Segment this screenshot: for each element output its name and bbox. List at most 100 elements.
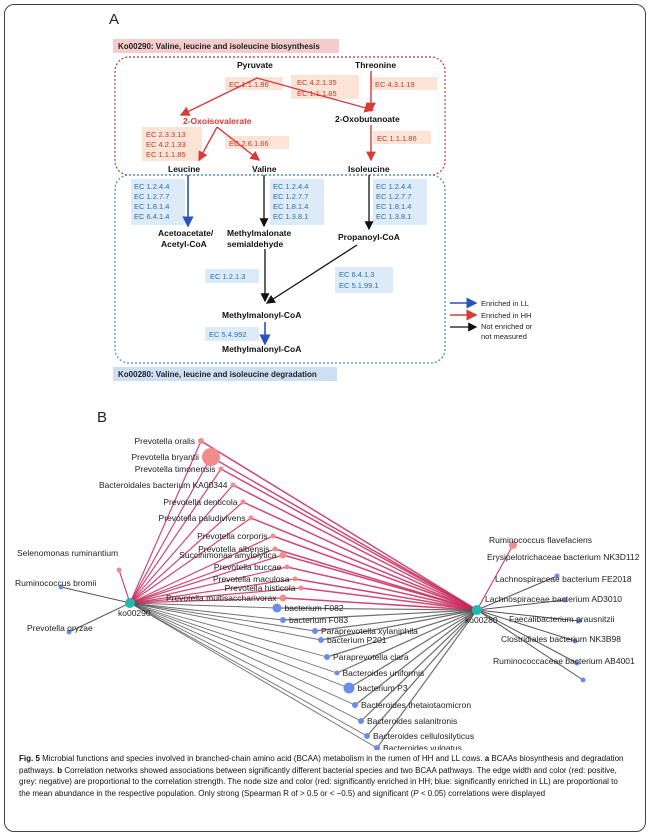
edge-ko00290-prevotella-multisaccharivorax [129,597,284,604]
node-prevotella-corporis [270,533,276,539]
edge-ko00290-prevotella-buccae [129,566,288,604]
node-isoleucine: Isoleucine [348,164,390,174]
svg-text:EC 1.8.1.4: EC 1.8.1.4 [134,202,169,211]
degradation-box [114,174,446,364]
node-paraprevotella-clara [324,654,330,660]
edge-ko00290-prevotella-oralis [129,440,202,604]
hub-ko00290 [125,598,135,608]
label-prevotella-maculosa: Prevotella maculosa [213,574,290,584]
node-bacterium-f083 [280,617,286,623]
node-ruminococcus-flavefaciens [509,541,517,549]
label-prevotella-bryantii: Prevotella bryantii [131,452,199,462]
label-bacteroides-uniformis: Bacteroides uniformis [343,668,425,678]
node-prevotella-denticola [240,499,246,505]
label-succinimonas-amylolytica: Succinimonas amylolytica [179,550,277,560]
edge-ko00280-prevotella-maculosa [294,578,478,611]
biosynthesis-title-bar [113,39,339,53]
label-bacteroides-vulgatus: Bacteroides vulgatus [383,743,462,750]
edge-ko00280-prevotella-bryantii [210,456,478,611]
svg-text:EC 1.2.7.7: EC 1.2.7.7 [134,192,169,201]
degradation-title-bar [113,367,337,381]
node-prevotella-bryantii [202,448,220,466]
edge-ko00280-lachnospiraceae-bacterium-ad3010 [476,609,580,622]
svg-text:EC 2.3.3.13: EC 2.3.3.13 [146,130,186,139]
node-ruminococcaceae-bacterium-ab4001 [580,677,586,683]
node-selenomonas-ruminantium [116,567,122,573]
edge-ko00280-bacterium-f082 [276,607,478,611]
svg-text:EC 5.4.992: EC 5.4.992 [209,330,247,339]
label-prevotella-albensis: Prevotella albensis [198,544,269,554]
edge-ko00290-bacteroides-thetaiotaomicron [129,602,356,706]
label-prevotella-corporis: Prevotella corporis [197,531,267,541]
edge-ko00280-prevotella-timonensis [220,468,478,611]
label-prevotella-oryzae: Prevotella oryzae [27,623,93,633]
edge-ko00290-prevotella-corporis [129,535,274,604]
svg-text:EC 6.4.1.4: EC 6.4.1.4 [134,212,169,221]
node-valine: Valine [252,164,277,174]
label-paraprevotella-clara: Paraprevotella clara [333,652,409,662]
node-prevotella-albensis [272,546,278,552]
node-prevotella-timonensis [218,466,224,472]
node-semialdehyde: semialdehyde [227,239,283,249]
legend-none-2: not measured [481,332,527,341]
hub-label-ko00290: ko00290 [118,608,151,618]
svg-text:EC 1.1.1.85: EC 1.1.1.85 [297,89,337,98]
node-methylmalonyl-coa-2: Methylmalonyl-CoA [222,344,301,354]
node-acetoacetate: Acetoacetate/ [158,228,214,238]
edge-ko00280-paraprevotella-clara [326,609,478,658]
node-bacteroides-thetaiotaomicron [352,702,358,708]
edge-ko00280-ruminococcus-flavefaciens [476,544,514,611]
edge-ko00280-lachnospiraceae-bacterium-fe2018 [476,599,566,611]
edge-ko00290-prevotella-denticola [129,501,244,604]
label-prevotella-buccae: Prevotella buccae [214,562,282,572]
figure-panel: A Ko00290: Valine, leucine and isoleucin… [4,4,646,832]
label-bacterium-f083: bacterium F083 [289,615,348,625]
node-bacteroidales-bacterium-ka00344 [230,482,236,488]
edge-ko00280-paraprevotella-xylaniphila [314,609,478,632]
node-prevotella-histicola [298,585,304,591]
legend-ll: Enriched in LL [481,299,529,308]
degradation-title: Ko00280: Valine, leucine and isoleucine … [118,370,317,379]
label-prevotella-denticola: Prevotella denticola [163,497,237,507]
edge-ko00280-prevotella-paludivivens [250,517,478,611]
pathway-legend: Enriched in LL Enriched in HH Not enrich… [450,297,533,341]
edge-ko00280-bacterium-p3 [348,609,478,689]
node-bacteroides-salanitronis [358,718,364,724]
svg-text:EC 4.2.1.33: EC 4.2.1.33 [146,140,186,149]
label-bacteroides-cellulosilyticus: Bacteroides cellulosilyticus [373,731,474,741]
svg-text:EC 1.2.1.3: EC 1.2.1.3 [210,272,245,281]
edge-ko00290-ruminococcus-bromii [60,586,131,604]
edge-ko00290-bacteroides-cellulosilyticus [129,602,368,737]
edge-ko00290-bacterium-p201 [129,602,322,641]
edge-ko00290-bacterium-f082 [129,602,278,609]
label-bacteroides-thetaiotaomicron: Bacteroides thetaiotaomicron [361,700,471,710]
svg-text:EC 1.1.1.86: EC 1.1.1.86 [377,134,417,143]
svg-text:EC 1.8.1.4: EC 1.8.1.4 [376,202,411,211]
label-lachnospiraceae-bacterium-fe2018: Lachnospiraceae bacterium FE2018 [495,574,632,584]
edge-ko00290-selenomonas-ruminantium [118,569,131,604]
svg-text:EC 1.8.1.4: EC 1.8.1.4 [273,202,308,211]
node-leucine: Leucine [168,164,200,174]
svg-text:EC 1.2.7.7: EC 1.2.7.7 [376,192,411,201]
svg-text:EC 1.1.1.86: EC 1.1.1.86 [229,80,269,89]
edge-ko00290-prevotella-paludivivens [129,517,252,604]
arrow-pyruvate-oxobutanoate [256,77,375,113]
svg-text:EC 1.3.8.1: EC 1.3.8.1 [273,212,308,221]
label-erysipelotrichaceae-bacterium-nk3d112: Erysipelotrichaceae bacterium NK3D112 [487,552,640,562]
edge-ko00280-prevotella-corporis [272,535,478,611]
label-prevotella-multisaccharivorax: Prevotella multisaccharivorax [166,593,277,603]
arrow-oxo-leucine [198,126,218,162]
node-erysipelotrichaceae-bacterium-nk3d112 [554,573,560,579]
node-threonine: Threonine [355,60,396,70]
edge-ko00290-bacteroides-vulgatus [129,602,378,749]
node-methylmalonyl-coa-1: Methylmalonyl-CoA [222,310,301,320]
node-prevotella-oryzae [66,629,72,635]
edge-ko00280-prevotella-buccae [286,566,478,611]
edge-ko00280-bacteroides-vulgatus [376,609,478,749]
node-bacterium-p3 [343,682,355,694]
edge-ko00290-prevotella-timonensis [129,468,222,604]
node-bacterium-f082 [272,603,282,613]
node-methylmalonate: Methylmalonate [227,228,292,238]
svg-text:EC 5.1.99.1: EC 5.1.99.1 [339,281,379,290]
